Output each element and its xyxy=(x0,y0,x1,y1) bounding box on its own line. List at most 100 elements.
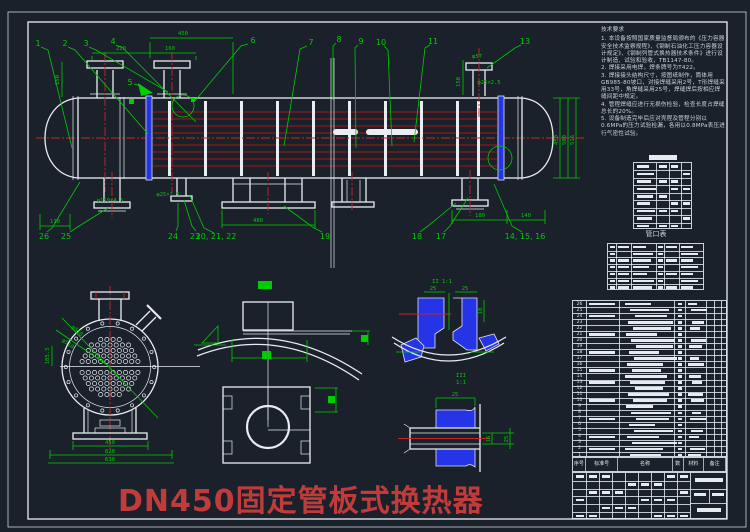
tube-hole xyxy=(132,353,138,359)
nozzle-table-title: 管口表 xyxy=(645,230,667,238)
callout-20-21-22: 20, 21, 22 xyxy=(196,232,237,241)
text-blob xyxy=(657,259,663,262)
weld-mark xyxy=(191,98,195,102)
text-blob xyxy=(671,202,678,206)
dim-head-450: 450 xyxy=(554,135,560,145)
dim-phi57: φ57 xyxy=(472,54,482,60)
text-blob xyxy=(633,259,651,262)
text-blob xyxy=(637,187,656,191)
text-blob xyxy=(589,435,615,439)
top-nozzle-a xyxy=(86,52,124,192)
tube-hole xyxy=(110,348,116,353)
text-blob xyxy=(618,272,629,276)
tube-hole xyxy=(95,375,101,381)
text-blob xyxy=(657,246,663,249)
grid-line xyxy=(573,385,726,387)
tube-hole xyxy=(92,381,97,386)
callout-18: 18 xyxy=(412,232,422,241)
baffle-plate xyxy=(312,101,315,176)
text-blob xyxy=(637,172,654,176)
tube-hole xyxy=(104,337,110,342)
text-blob xyxy=(657,272,663,276)
text-blob xyxy=(666,246,677,249)
text-blob xyxy=(589,417,615,421)
grid-line xyxy=(573,337,726,339)
text-blob xyxy=(631,411,671,415)
grid-line xyxy=(573,343,726,345)
text-blob xyxy=(628,320,673,324)
text-blob xyxy=(677,453,682,457)
grid-line xyxy=(690,489,726,490)
bom-row-number: 6 xyxy=(578,422,581,428)
text-blob xyxy=(614,506,623,510)
text-blob xyxy=(691,339,706,342)
dim-140: 140 xyxy=(521,213,531,219)
text-blob xyxy=(677,405,682,409)
text-blob xyxy=(677,302,682,306)
tube-detail-lower: 25 16 25 xyxy=(398,392,514,472)
bom-row-number: 2 xyxy=(578,446,581,452)
text-blob xyxy=(635,387,663,390)
top-nozzle-b xyxy=(153,52,191,192)
tube-hole xyxy=(88,386,94,392)
text-blob xyxy=(695,478,723,482)
bom-row-number: 1 xyxy=(578,452,581,458)
text-blob xyxy=(640,483,649,486)
text-blob xyxy=(626,405,653,409)
grid-line xyxy=(573,439,726,441)
tube-hole xyxy=(79,370,85,375)
grid-line xyxy=(634,222,691,224)
bom-row-number: 26 xyxy=(576,301,583,307)
tube-hole xyxy=(110,381,116,386)
dim-end-620: 620 xyxy=(105,449,115,455)
text-blob xyxy=(609,252,615,256)
tube-hole xyxy=(129,348,135,353)
baffle-plate xyxy=(168,101,171,176)
callout-13: 13 xyxy=(520,37,530,46)
grid-line xyxy=(573,397,726,399)
text-blob xyxy=(630,453,661,457)
tube-hole xyxy=(123,359,128,364)
tube-hole xyxy=(126,353,132,359)
grid-line xyxy=(619,301,620,456)
text-blob xyxy=(637,165,649,168)
grid-line xyxy=(709,489,710,503)
text-blob xyxy=(677,339,682,342)
grid-line xyxy=(608,250,703,252)
text-blob xyxy=(666,272,677,276)
tech-requirements-heading: 技术要求 xyxy=(601,27,625,33)
text-blob xyxy=(618,266,629,269)
text-blob xyxy=(688,453,701,457)
detail-circle-right xyxy=(487,145,513,171)
bom-row-number: 3 xyxy=(578,440,581,446)
text-blob xyxy=(681,266,698,269)
bom-row-number: 21 xyxy=(576,331,583,337)
grid-line xyxy=(714,301,715,456)
text-blob xyxy=(640,498,649,502)
text-blob xyxy=(677,320,682,324)
grid-line xyxy=(573,480,690,482)
text-blob xyxy=(666,286,677,289)
dimensions-main: 450 220 160 150 450 500 516 φ57 150 φ25×… xyxy=(39,31,580,230)
grid-line xyxy=(573,331,726,333)
bolt-hole xyxy=(66,349,71,354)
grid-line xyxy=(608,284,703,286)
grid-line xyxy=(573,349,726,351)
tube-hole xyxy=(116,381,122,386)
weld-detail-upper: II 1:1 25 25 18 III 1:1 xyxy=(391,279,507,386)
bolt-hole xyxy=(130,326,135,331)
text-blob xyxy=(677,393,682,396)
bolt-hole xyxy=(100,321,105,326)
text-blob xyxy=(589,351,615,354)
tube-hole xyxy=(101,342,107,348)
text-blob xyxy=(677,369,682,372)
bolt-hole xyxy=(115,321,120,326)
tube-hole xyxy=(116,392,122,397)
baffle-plate xyxy=(477,101,480,176)
weld-arrow xyxy=(138,83,153,96)
text-blob xyxy=(683,172,690,176)
dim-head-500: 500 xyxy=(562,135,568,145)
text-blob xyxy=(677,357,682,360)
tube-hole xyxy=(110,392,116,397)
